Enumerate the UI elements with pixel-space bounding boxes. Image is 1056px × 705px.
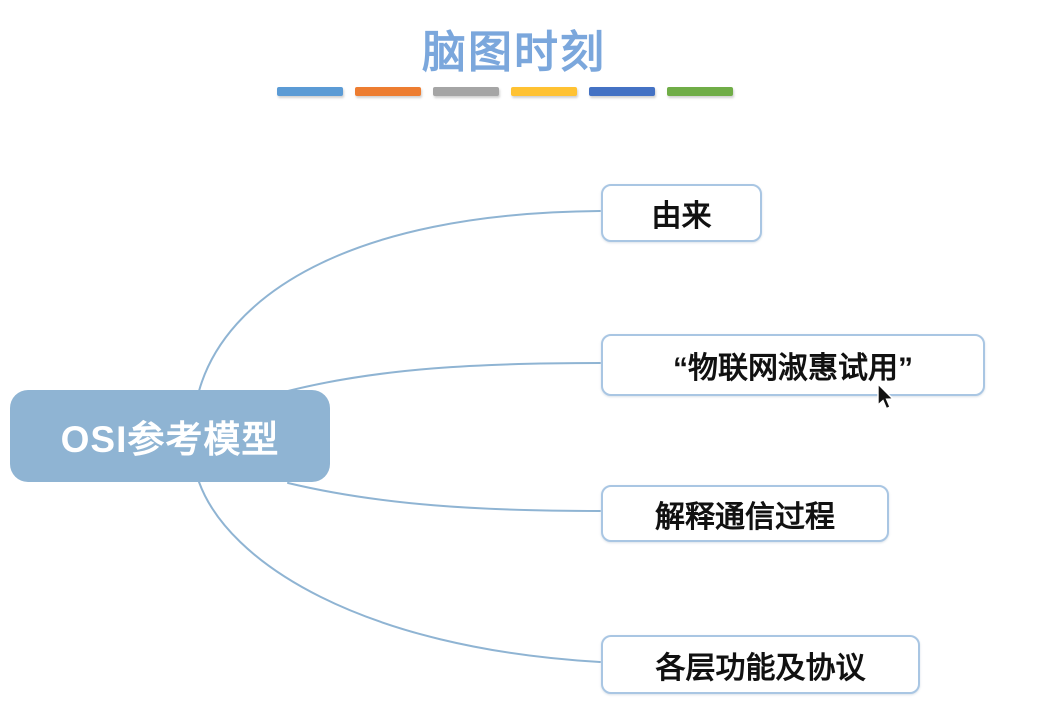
branch-label: 各层功能及协议: [655, 651, 866, 685]
connector-branch-4: [198, 481, 601, 663]
mindmap-branch-iot-quote: “物联网淑惠试用”: [601, 334, 985, 396]
accent-bar-green: [667, 87, 733, 96]
mindmap-root-node: OSI参考模型: [10, 390, 330, 482]
branch-label: 解释通信过程: [655, 500, 835, 534]
root-node-label: OSI参考模型: [60, 419, 280, 460]
accent-bar-blue-light: [277, 87, 343, 96]
accent-bar-divider: [277, 87, 733, 96]
connector-branch-3: [287, 482, 601, 512]
slide-title: 脑图时刻: [422, 27, 606, 78]
accent-bar-blue: [589, 87, 655, 96]
accent-bar-orange: [355, 87, 421, 96]
connector-branch-1: [198, 210, 601, 392]
mindmap-branch-layer-functions-protocols: 各层功能及协议: [601, 635, 920, 694]
accent-bar-gray: [433, 87, 499, 96]
branch-label: “物联网淑惠试用”: [673, 352, 913, 385]
branch-label: 由来: [651, 200, 712, 233]
mindmap-branch-origin: 由来: [601, 184, 762, 242]
connector-branch-2: [287, 362, 601, 392]
accent-bar-yellow: [511, 87, 577, 96]
mindmap-branch-communication-process: 解释通信过程: [601, 485, 889, 542]
